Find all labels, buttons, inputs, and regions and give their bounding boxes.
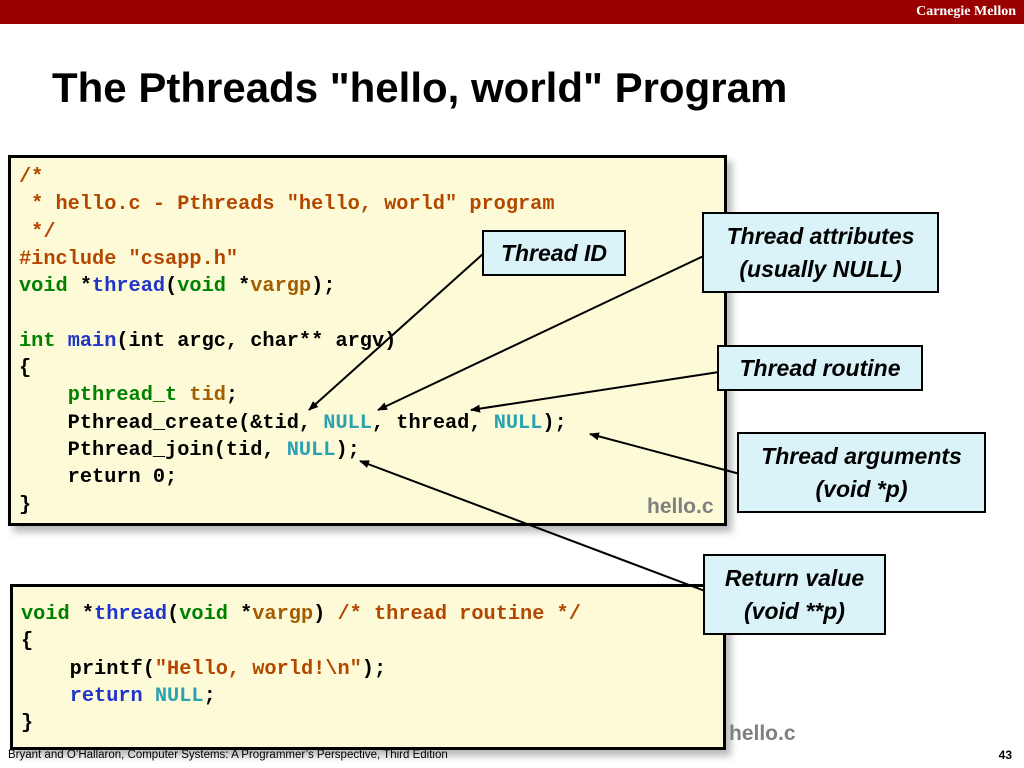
code-token: printf( bbox=[21, 657, 155, 681]
code-line: } bbox=[21, 710, 581, 737]
code-token: * bbox=[67, 275, 93, 299]
code-line: */ bbox=[19, 219, 567, 246]
code-line: { bbox=[21, 628, 581, 655]
code-token: vargp bbox=[250, 275, 312, 299]
code-token: NULL bbox=[323, 411, 372, 435]
code-token: ; bbox=[225, 384, 239, 408]
code-token: pthread_t bbox=[67, 384, 178, 408]
code-token: { bbox=[19, 357, 32, 381]
code-token: main bbox=[67, 329, 117, 353]
code-token: void bbox=[21, 603, 70, 626]
code-token: ); bbox=[361, 657, 387, 681]
code-token: thread bbox=[94, 603, 168, 626]
code-token: tid bbox=[189, 384, 226, 408]
code-token: ( bbox=[167, 603, 180, 626]
code-token: thread bbox=[92, 275, 166, 299]
code-token: ); bbox=[311, 275, 336, 299]
arrow-thread-arguments bbox=[589, 432, 741, 475]
code-token: void bbox=[179, 603, 228, 626]
code-line: printf("Hello, world!\n"); bbox=[21, 656, 581, 683]
header-bar: Carnegie Mellon bbox=[0, 0, 1024, 24]
callout-thread-arguments: Thread arguments (void *p) bbox=[737, 432, 986, 513]
callout-thread-arguments-line2: (void *p) bbox=[815, 475, 908, 502]
slide-title: The Pthreads "hello, world" Program bbox=[52, 64, 788, 111]
code-token: return 0; bbox=[19, 466, 178, 490]
callout-thread-routine-text: Thread routine bbox=[739, 354, 901, 381]
code-token: #include "csapp.h" bbox=[19, 247, 239, 271]
thread-code-listing: void *thread(void *vargp) /* thread rout… bbox=[21, 601, 581, 737]
callout-thread-attributes-line2: (usually NULL) bbox=[739, 255, 902, 282]
code-line: return NULL; bbox=[21, 683, 581, 710]
code-token: void bbox=[19, 275, 68, 299]
callout-return-value: Return value (void **p) bbox=[703, 554, 886, 635]
callout-thread-id: Thread ID bbox=[482, 230, 626, 276]
code-token: /* thread routine */ bbox=[337, 603, 581, 626]
footer-citation: Bryant and O’Hallaron, Computer Systems:… bbox=[8, 749, 448, 761]
thread-code-box: void *thread(void *vargp) /* thread rout… bbox=[10, 584, 796, 750]
thread-file-label: hello.c bbox=[729, 722, 796, 745]
code-token: vargp bbox=[252, 603, 314, 626]
arrow-return-value bbox=[359, 460, 706, 592]
code-token: void bbox=[177, 275, 226, 299]
code-token: , thread, bbox=[371, 411, 494, 435]
code-token: NULL bbox=[493, 411, 543, 435]
code-token: * hello.c - Pthreads "hello, world" prog… bbox=[19, 193, 555, 217]
code-line: #include "csapp.h" bbox=[19, 246, 567, 273]
code-token: Pthread_create(&tid, bbox=[19, 411, 324, 435]
main-code-listing: /* * hello.c - Pthreads "hello, world" p… bbox=[19, 164, 567, 519]
code-token: ( bbox=[165, 275, 178, 299]
callout-return-value-line2: (void **p) bbox=[744, 597, 845, 624]
code-token: ); bbox=[542, 411, 567, 435]
code-line: * hello.c - Pthreads "hello, world" prog… bbox=[19, 191, 567, 218]
code-line: int main(int argc, char** argv) bbox=[19, 328, 567, 355]
code-token: * bbox=[69, 603, 95, 626]
code-line: } bbox=[19, 492, 567, 519]
brand-label: Carnegie Mellon bbox=[916, 4, 1016, 19]
code-token: * bbox=[227, 603, 253, 626]
callout-thread-routine: Thread routine bbox=[717, 345, 923, 391]
code-token: Pthread_join(tid, bbox=[19, 438, 287, 462]
code-token: NULL bbox=[286, 438, 336, 462]
code-token: "Hello, world!\n" bbox=[154, 657, 362, 681]
callout-thread-arguments-line1: Thread arguments bbox=[761, 442, 962, 469]
code-token: } bbox=[21, 712, 34, 736]
code-token: { bbox=[21, 630, 34, 654]
code-token: } bbox=[19, 493, 32, 517]
main-file-label: hello.c bbox=[647, 495, 714, 518]
code-line: Pthread_create(&tid, NULL, thread, NULL)… bbox=[19, 410, 567, 437]
arrow-thread-routine bbox=[470, 371, 720, 413]
code-line: Pthread_join(tid, NULL); bbox=[19, 437, 567, 464]
code-line: void *thread(void *vargp); bbox=[19, 273, 567, 300]
arrow-thread-id bbox=[308, 252, 485, 411]
code-token: /* bbox=[19, 166, 44, 189]
code-token: ) bbox=[313, 603, 338, 626]
code-token: NULL bbox=[154, 684, 204, 708]
code-token: ; bbox=[203, 684, 216, 708]
code-token: */ bbox=[19, 220, 56, 244]
code-line: void *thread(void *vargp) /* thread rout… bbox=[21, 601, 581, 628]
callout-thread-id-text: Thread ID bbox=[500, 239, 608, 266]
code-line: { bbox=[19, 355, 567, 382]
code-line: pthread_t tid; bbox=[19, 382, 567, 409]
page-number: 43 bbox=[998, 748, 1012, 762]
code-line: return 0; bbox=[19, 464, 567, 491]
callout-thread-attributes-line1: Thread attributes bbox=[726, 222, 915, 249]
code-line: /* bbox=[19, 164, 567, 191]
code-token: * bbox=[225, 275, 251, 299]
code-token: (int argc, char** argv) bbox=[116, 329, 397, 353]
callout-thread-attributes: Thread attributes (usually NULL) bbox=[702, 212, 939, 293]
arrow-thread-attributes bbox=[377, 251, 713, 411]
code-token: ); bbox=[335, 438, 360, 462]
code-token: return bbox=[69, 684, 143, 708]
callout-return-value-line1: Return value bbox=[724, 564, 865, 591]
code-token: int bbox=[19, 329, 56, 353]
